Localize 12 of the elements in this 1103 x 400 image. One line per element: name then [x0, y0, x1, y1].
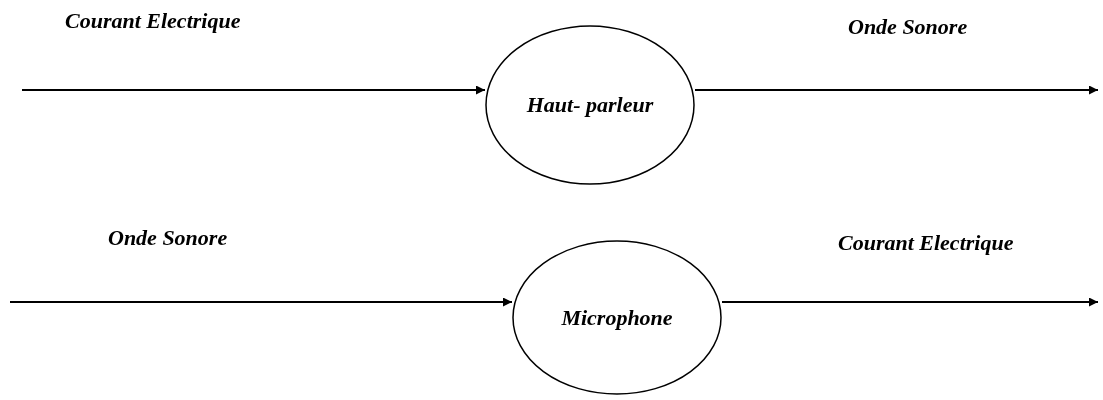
edge-label: Onde Sonore	[108, 225, 228, 251]
device-ellipse	[485, 25, 695, 185]
device-name: Microphone	[560, 304, 674, 331]
edge-label: Onde Sonore	[848, 14, 968, 40]
device-name: Haut- parleur	[525, 92, 655, 118]
device-ellipse	[512, 240, 722, 395]
arrow	[9, 297, 513, 307]
arrow	[721, 297, 1099, 307]
edge-label: Courant Electrique	[838, 230, 1014, 256]
arrow	[694, 85, 1099, 95]
arrow	[21, 85, 486, 95]
edge-label: Courant Electrique	[65, 8, 241, 34]
